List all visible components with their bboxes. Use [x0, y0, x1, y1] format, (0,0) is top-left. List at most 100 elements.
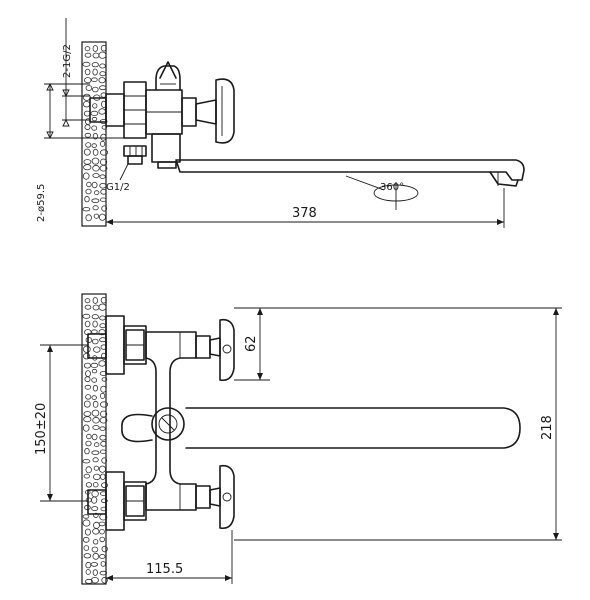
wall-pebble [82, 519, 91, 527]
wall-pebble [83, 400, 91, 408]
wall-pebble [100, 561, 106, 567]
spout-length-dimension: 378 [106, 188, 505, 228]
wall-pebble [84, 132, 92, 138]
center-distance-label: 150±20 [34, 403, 49, 455]
thread-pair-label: 2-1G/2 [62, 44, 73, 78]
mixer-body-side [145, 89, 183, 169]
wall-pebble [100, 385, 107, 393]
wall-pebble [101, 457, 108, 464]
wall-pebble [100, 440, 107, 447]
wall-pebble [101, 205, 108, 212]
wall-pebble [92, 528, 100, 535]
handle-offset-dimension: 62 [234, 307, 270, 381]
wall-pebble [85, 337, 93, 343]
wall-pebble [92, 103, 98, 109]
center-distance-dimension: 150±20 [34, 344, 88, 502]
wall-pebble [84, 528, 91, 536]
overall-height-dimension: 218 [234, 307, 562, 541]
wall-pebble [85, 482, 93, 488]
wall-pebble [82, 313, 91, 319]
wall-pebble [99, 449, 107, 454]
spout-top [121, 407, 521, 449]
wall-pebble [91, 157, 100, 165]
wall-pebble [99, 570, 107, 576]
wall-pebble [84, 68, 91, 76]
wall-pebble [92, 482, 99, 488]
wall-pebble [86, 433, 92, 440]
top-view: 62 218 150±20 115.5 [34, 293, 562, 585]
wall-pebble [98, 51, 107, 59]
wall-pebble [99, 536, 105, 543]
wall-pebble [92, 416, 100, 424]
wall-pebble [92, 132, 99, 140]
lower-handle-top [195, 464, 235, 530]
wall-pebble [82, 424, 90, 432]
lower-connector-top [87, 471, 147, 531]
wall-pebble [91, 409, 100, 417]
wall-pebble [91, 125, 98, 131]
handle-side [181, 78, 235, 144]
wall-section-top [81, 293, 109, 585]
wall-pebble [90, 362, 99, 368]
wall-pebble [91, 450, 100, 456]
wall-pebble [90, 562, 98, 567]
wall-pebble [99, 71, 106, 77]
wall-pebble [99, 63, 106, 69]
wall-pebble [92, 164, 100, 172]
wall-pebble [100, 188, 107, 195]
side-left-dimensions: 2-1G/2 2-ø59.5 [36, 18, 124, 222]
wall-pebble [98, 213, 106, 221]
wall-pebble [92, 205, 99, 211]
wall-pebble [85, 569, 91, 575]
wall-pebble [101, 576, 108, 584]
wall-pebble [91, 198, 100, 204]
wall-pebble [84, 320, 91, 328]
upper-handle-top [195, 318, 235, 382]
wall-pebble [85, 394, 92, 400]
wall-pebble [93, 346, 101, 353]
wall-pebble [92, 320, 98, 328]
wall-pebble [82, 536, 90, 543]
upper-connector-top [87, 315, 147, 375]
wall-pebble [84, 46, 91, 52]
wall-pebble [100, 296, 107, 304]
wall-pebble [90, 110, 99, 117]
wall-pebble [93, 512, 99, 518]
wall-pebble [92, 86, 99, 93]
handle-offset-label: 62 [244, 335, 259, 352]
wall-pebble [101, 125, 108, 130]
wall-pebble [84, 124, 91, 131]
spout-length-label: 378 [292, 206, 317, 221]
wall-pebble [100, 401, 109, 408]
wall-pebble [92, 539, 99, 545]
wall-pebble [98, 77, 106, 84]
wall-pebble [92, 68, 98, 76]
wall-pebble [90, 577, 99, 584]
wall-pebble [84, 52, 92, 58]
wall-pebble [83, 553, 92, 559]
wall-pebble [84, 376, 91, 383]
wall-pebble [101, 377, 108, 382]
wall-pebble [92, 45, 98, 52]
wall-pebble [100, 149, 109, 156]
wall-pebble [91, 62, 99, 68]
wall-pebble [92, 552, 100, 560]
wall-pebble [99, 426, 106, 431]
wall-pebble [83, 545, 90, 551]
wall-pebble [83, 353, 91, 360]
wall-pebble [83, 473, 90, 479]
wall-pebble [83, 416, 92, 423]
wall-pebble [99, 554, 106, 560]
wall-pebble [99, 529, 105, 535]
wall-pebble [85, 188, 92, 195]
wall-pebble [91, 116, 98, 122]
wall-pebble [100, 410, 108, 418]
outlet-thread-label: G1/2 [106, 182, 130, 193]
wall-pebble [93, 442, 100, 448]
wall-pebble [100, 133, 107, 141]
rotation-mark: 360° [345, 175, 419, 210]
wall-pebble [92, 173, 100, 178]
wall-pebble [85, 466, 92, 474]
wall-pebble [98, 465, 106, 473]
